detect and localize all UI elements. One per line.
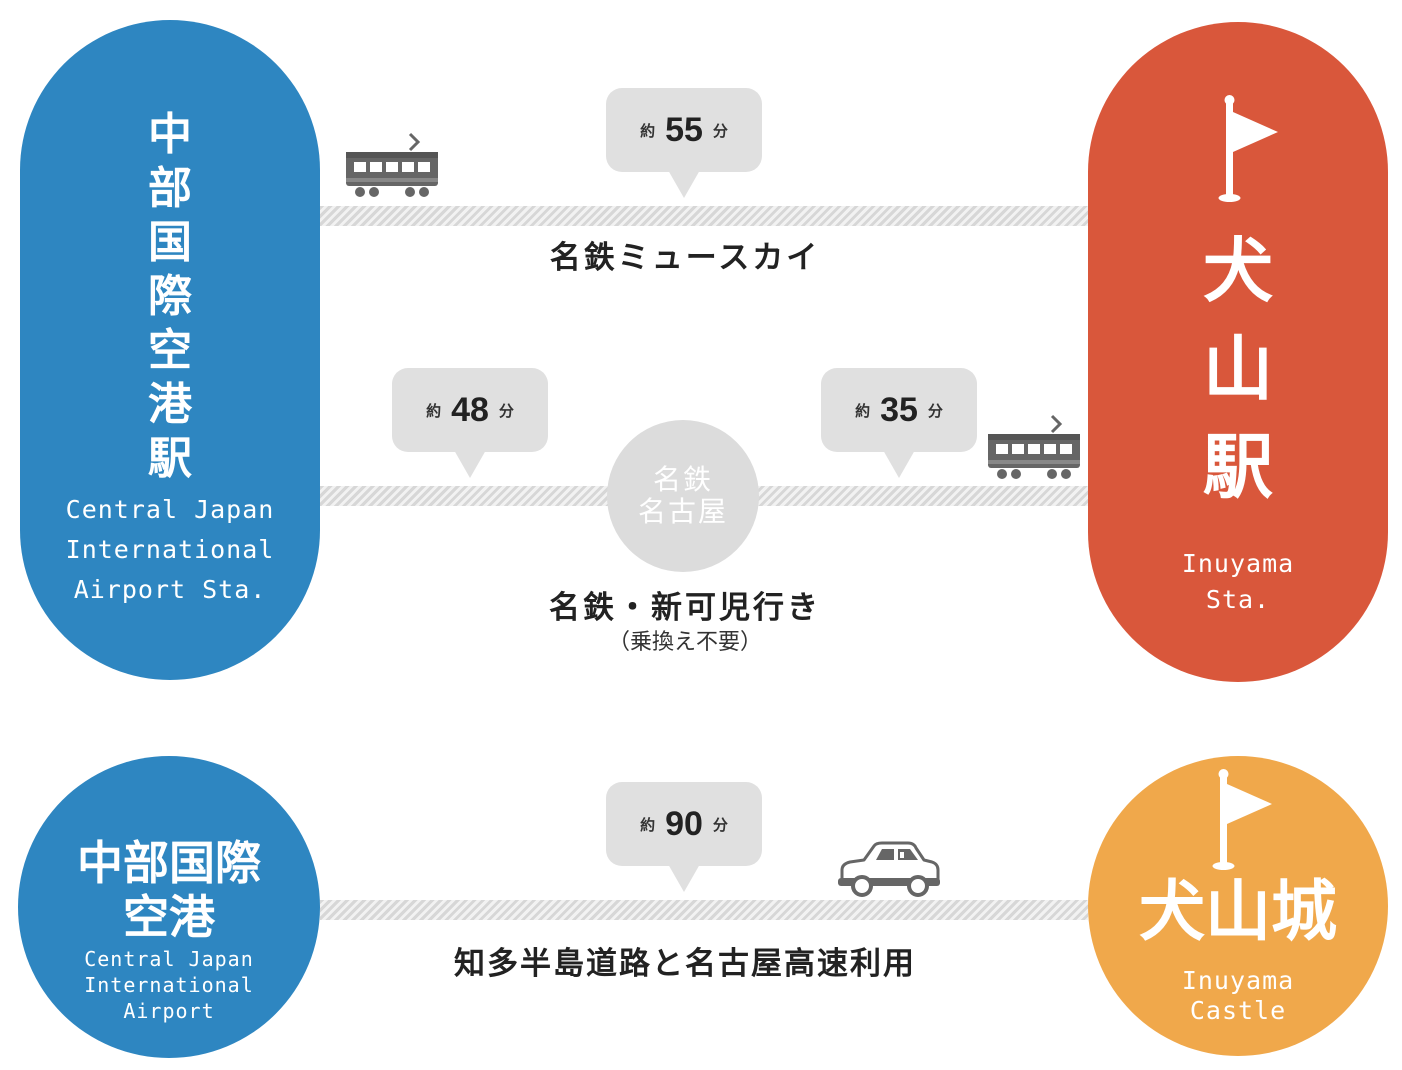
route-line-drive <box>320 900 1088 920</box>
place-inuyama-castle-name-ja: 犬山城 <box>1139 873 1337 950</box>
station-inuyama: 犬山駅 Inuyama Sta. <box>1088 22 1388 682</box>
name-char: 駅 <box>148 433 192 484</box>
route-line-direct <box>320 206 1088 226</box>
place-inuyama-castle: 犬山城 Inuyama Castle <box>1088 756 1388 1056</box>
duration-unit: 分 <box>712 815 728 834</box>
duration-prefix: 約 <box>640 815 656 834</box>
duration-bubble-direct: 約 55 分 <box>606 88 762 172</box>
place-airport-name-ja-line1: 中部国際 <box>77 836 261 890</box>
train-icon <box>346 132 438 197</box>
station-airport-name-en: Central Japan International Airport Sta. <box>65 495 275 604</box>
flag-icon <box>1218 95 1278 202</box>
duration-prefix: 約 <box>855 401 871 420</box>
duration-bubble-leg2: 約 35 分 <box>821 368 977 452</box>
train-icon <box>988 414 1080 479</box>
transfer-station-meitetsu-nagoya: 名鉄 名古屋 <box>607 420 759 572</box>
car-icon <box>838 841 940 897</box>
duration-minutes: 35 <box>880 390 918 429</box>
hub-name-line2: 名古屋 <box>637 495 728 528</box>
duration-minutes: 48 <box>451 390 489 429</box>
flag-icon <box>1212 769 1272 870</box>
route-label-direct: 名鉄ミュースカイ <box>549 240 821 276</box>
name-char: 駅 <box>1203 426 1273 508</box>
station-inuyama-name-en: Inuyama Sta. <box>1181 549 1295 614</box>
place-airport-name-en: Central Japan International Airport <box>84 947 254 1023</box>
place-inuyama-castle-name-en: Inuyama Castle <box>1181 966 1295 1025</box>
name-char: 山 <box>1203 328 1273 410</box>
place-airport-name-ja-line2: 空港 <box>123 890 215 944</box>
duration-bubble-leg1: 約 48 分 <box>392 368 548 452</box>
duration-bubble-drive: 約 90 分 <box>606 782 762 866</box>
duration-minutes: 55 <box>665 110 703 149</box>
station-airport: 中部国際空港駅 Central Japan International Airp… <box>20 20 320 680</box>
duration-minutes: 90 <box>665 804 703 843</box>
name-char: 国 <box>148 217 192 268</box>
route-label-drive: 知多半島道路と名古屋高速利用 <box>454 946 916 982</box>
name-char: 犬 <box>1203 230 1273 312</box>
duration-prefix: 約 <box>426 401 442 420</box>
duration-unit: 分 <box>712 121 728 140</box>
route-label-via: 名鉄・新可児行き <box>549 590 821 626</box>
place-airport: 中部国際 空港 Central Japan International Airp… <box>18 756 320 1058</box>
hub-name-line1: 名鉄 <box>652 463 713 496</box>
duration-prefix: 約 <box>640 121 656 140</box>
name-char: 際 <box>148 271 192 322</box>
duration-unit: 分 <box>927 401 943 420</box>
name-char: 港 <box>148 379 192 430</box>
name-char: 中 <box>148 109 192 160</box>
duration-unit: 分 <box>498 401 514 420</box>
route-note-via: （乗換え不要） <box>607 630 762 655</box>
name-char: 部 <box>148 163 192 214</box>
name-char: 空 <box>148 325 192 376</box>
station-airport-name-ja: 中部国際空港駅 <box>20 108 320 486</box>
station-inuyama-name-ja: 犬山駅 <box>1088 222 1388 516</box>
